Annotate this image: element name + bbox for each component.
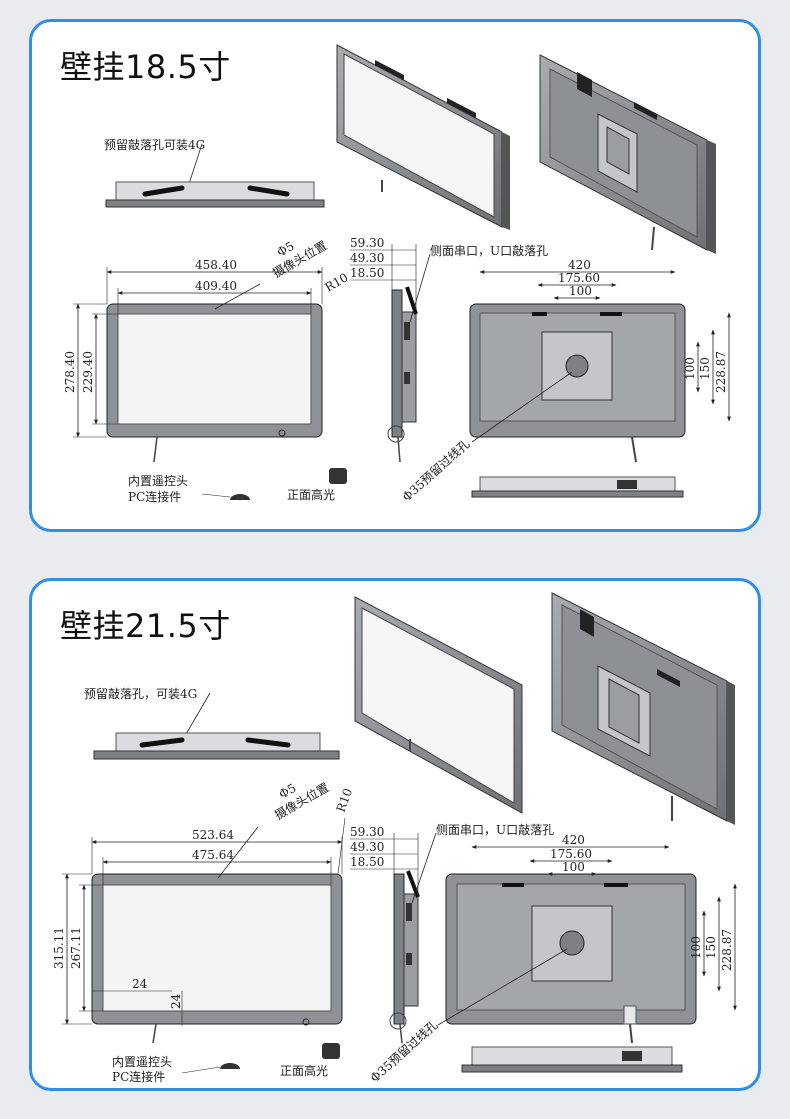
side-view: 59.30 49.30 18.50 侧面串口，U口敲落孔 (350, 236, 548, 463)
pc-connector-note: PC连接件 (128, 489, 181, 504)
dim-width-outer: 523.64 (192, 828, 234, 842)
drawing-21-5: 预留敲落孔，可装4G 523.64 475.64 315.11 (52, 592, 737, 1085)
dim-height-inner: 229.40 (81, 351, 95, 393)
dim-height-outer: 278.40 (63, 351, 77, 393)
dim-back-h2: 150 (704, 936, 718, 959)
top-note: 预留敲落孔可装4G (104, 137, 205, 152)
bottom-view (461, 1046, 683, 1073)
side-note: 侧面串口，U口敲落孔 (436, 822, 554, 837)
dim-corner-radius: R10 (334, 786, 355, 814)
dim-back-h3: 228.87 (714, 351, 728, 393)
gloss-note: 正面高光 (287, 487, 335, 502)
side-view: 59.30 49.30 18.50 侧面串口，U口敲落孔 (350, 822, 554, 1044)
dim-side-d1: 59.30 (350, 825, 384, 839)
dim-back-w3: 100 (562, 860, 585, 874)
dim-back-w3: 100 (569, 284, 592, 298)
dim-height-outer: 315.11 (52, 927, 66, 969)
iso-back-view (539, 54, 716, 254)
iso-back-view (551, 592, 735, 825)
dim-side-d1: 59.30 (350, 236, 384, 250)
top-view: 预留敲落孔可装4G (104, 137, 325, 208)
dim-width-inner: 475.64 (192, 848, 234, 862)
panel-title: 壁挂18.5寸 (60, 48, 231, 86)
panel-18-5-inch: 壁挂18.5寸 预留敲落孔可装4G (29, 19, 761, 532)
dim-bezel-v: 24 (169, 993, 183, 1009)
dim-back-w2: 175.60 (550, 847, 592, 861)
dim-side-d2: 49.30 (350, 251, 384, 265)
dim-side-d3: 18.50 (350, 266, 384, 280)
dim-corner-radius: R10 (323, 270, 351, 294)
dim-bezel-h: 24 (132, 977, 148, 991)
dim-back-h1: 100 (683, 357, 697, 380)
top-note: 预留敲落孔，可装4G (84, 686, 197, 701)
dim-back-h2: 150 (698, 357, 712, 380)
drawing-18-5: 预留敲落孔可装4G 458.40 409.40 278.40 (63, 44, 731, 504)
dim-width-inner: 409.40 (195, 279, 237, 293)
cable-note: Φ35预留过线孔 (368, 1018, 441, 1085)
dim-width-outer: 458.40 (195, 258, 237, 272)
top-view: 预留敲落孔，可装4G (84, 686, 340, 760)
dim-back-w1: 420 (568, 258, 591, 272)
panel-21-5-inch: 壁挂21.5寸 预留敲落孔，可装4G (29, 578, 761, 1091)
panel-title: 壁挂21.5寸 (60, 607, 231, 645)
dim-height-inner: 267.11 (69, 927, 83, 969)
dim-back-h3: 228.87 (720, 929, 734, 971)
pc-connector-note: PC连接件 (112, 1069, 165, 1084)
iso-front-view (354, 596, 523, 814)
back-view: 420 175.60 100 100 150 228.87 Φ35预留过线孔 (400, 258, 731, 504)
dim-side-d3: 18.50 (350, 855, 384, 869)
dim-back-w1: 420 (562, 833, 585, 847)
iso-front-view (336, 44, 510, 230)
dim-back-w2: 175.60 (558, 271, 600, 285)
remote-note: 内置遥控头 (112, 1055, 172, 1069)
side-note: 侧面串口，U口敲落孔 (430, 243, 548, 258)
dim-side-d2: 49.30 (350, 840, 384, 854)
bottom-notes: 内置遥控头 PC连接件 正面高光 (112, 1043, 340, 1084)
front-view: 523.64 475.64 315.11 267.11 24 24 R10 Φ5… (52, 779, 355, 1044)
front-view: 458.40 409.40 278.40 229.40 R10 Φ5 摄像头位置 (63, 237, 351, 463)
gloss-note: 正面高光 (280, 1063, 328, 1078)
bottom-notes: 内置遥控头 PC连接件 正面高光 (128, 468, 347, 504)
remote-note: 内置遥控头 (128, 474, 188, 488)
dim-back-h1: 100 (689, 936, 703, 959)
cable-note: Φ35预留过线孔 (400, 437, 473, 504)
bottom-view (471, 476, 684, 498)
